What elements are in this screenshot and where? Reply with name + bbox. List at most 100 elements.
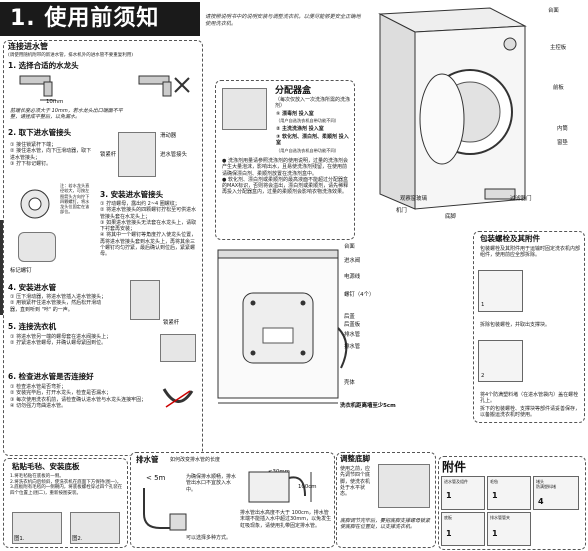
felt-figure-1 xyxy=(12,512,62,544)
front-label-1: 主控板 xyxy=(550,45,567,51)
step4-title: 4. 安装进水管 xyxy=(8,283,57,292)
front-label-5: 观察窗玻璃 xyxy=(400,196,427,202)
felt-title: 粘贴毛毡、安装底板 xyxy=(12,462,80,471)
step6-title: 6. 检查进水管是否连接好 xyxy=(8,372,94,381)
faucet-bad-icon xyxy=(138,75,190,97)
dispenser-figure xyxy=(222,88,267,130)
accessory-name-3: 底板 xyxy=(444,515,452,520)
drain-height: 100cm xyxy=(298,484,317,490)
front-label-8: 底脚 xyxy=(445,214,456,220)
packing-figure-1 xyxy=(478,270,523,312)
feet-figure xyxy=(378,464,430,508)
dispenser-item-0: ① 漂毒剂 投入室 xyxy=(276,111,314,117)
step4-label: 锁紧杆 xyxy=(163,320,180,326)
step2-figure xyxy=(118,132,156,177)
front-label-2: 前板 xyxy=(553,85,564,91)
front-label-7: 过滤器门 xyxy=(510,196,532,202)
dispenser-subtitle: （每次仅放入一次洗涤所需的洗涤剂） xyxy=(275,97,351,110)
rear-label-1: 进水阀 xyxy=(344,258,361,264)
packing-text4: 拆下的包装螺栓、支撑块等部件请妥善保存，以备搬运洗衣机时使用。 xyxy=(480,406,581,419)
step5-title: 5. 连接洗衣机 xyxy=(8,322,57,331)
dispenser-notes: ● 洗涤剂用量请参照洗涤剂的使用说明，过量的洗涤剂会产生大量泡沫，影响出水，且易… xyxy=(222,158,349,196)
step5-figure xyxy=(160,334,196,362)
step6-text: ① 检查进水管是否弯折； ② 安装完毕后，打开水龙头，检查是否漏水； ③ 每次使… xyxy=(10,384,147,409)
rear-label-8: 壳体 xyxy=(344,380,355,386)
packing-title: 包装螺栓及其附件 xyxy=(480,234,540,243)
rear-label-6: 排水管 xyxy=(344,332,361,338)
step1-text: 前端长度必须大于 10mm，若水龙头出口端面不平整，请挫成平整后，以免漏水。 xyxy=(10,108,123,121)
step1-title: 1. 选择合适的水龙头 xyxy=(8,61,79,70)
hose-bend-icon xyxy=(162,388,194,408)
dispenser-item-4: （用户自选洗衣机自带功能不同） xyxy=(276,148,339,153)
step5-text: ① 将进水管另一端的螺母套在进水阀接头上； ② 拧紧进水管螺母，并确认螺母紧固到… xyxy=(10,334,112,347)
faucet-good-icon xyxy=(19,75,56,101)
accessory-item-4: 排水管管夹 1 xyxy=(487,512,531,546)
rear-label-3: 螺钉（4个） xyxy=(344,292,375,298)
front-label-4: 窗垫 xyxy=(557,140,568,146)
drain-text2: 可以选择多种方式。 xyxy=(186,535,232,541)
rear-label-2: 电源线 xyxy=(344,274,361,280)
accessories-title: 附件 xyxy=(442,460,467,474)
rear-label-5: 后盖板 xyxy=(344,322,361,328)
washer-rear-illustration xyxy=(217,249,348,404)
accessory-name-1: 毛毡 xyxy=(490,479,498,484)
drain-text1: 为确保排水顺畅，排水管出水口不宜放入水中。 xyxy=(186,474,237,493)
page-lead: 请按照说明书中的说明安装与调整洗衣机，以便尽能够更安全正确地使用洗衣机。 xyxy=(205,14,361,27)
dispenser-item-3: ③ 软化剂、漂白剂、柔顺剂 投入室 xyxy=(276,134,349,147)
feet-note: 底脚调节完毕后，要把底脚支撑螺母锁紧使底脚在位置处，以支撑洗衣机。 xyxy=(340,518,431,531)
washer-front-illustration xyxy=(378,7,527,210)
accessory-qty-0: 1 xyxy=(446,491,452,500)
step3-text: ① 拧动螺母，露出约 2~4 圈螺纹； ② 将进水管接头的四颗螺钉拧松至可供进水… xyxy=(100,201,197,257)
feet-text: 使用之前，应先调节四个底脚，使洗衣机处于水平状态。 xyxy=(340,466,371,497)
step3-title: 3. 安装进水管接头 xyxy=(100,190,164,199)
step2-label-1: 进水管接头 xyxy=(160,152,187,158)
felt-text: 1.将毛毡贴在底板的一侧。 2.将洗衣机向后倾斜，使洗衣机在底面下方保持(图一)… xyxy=(10,474,123,496)
front-label-0: 台面 xyxy=(548,8,559,14)
accessory-item-0: 进水管及组件 1 xyxy=(441,476,485,510)
packing-text2: 拆除包装螺栓，并取出支撑块。 xyxy=(480,322,551,328)
hose-coupler-figure xyxy=(18,232,56,262)
dim-10mm: 10mm xyxy=(46,99,64,105)
front-label-6: 机门 xyxy=(396,208,407,214)
dispenser-item-1: （用户自选洗衣机自带功能不同） xyxy=(276,118,339,123)
packing-panel xyxy=(473,231,585,423)
step2-label-0: 滑动器 xyxy=(160,133,177,139)
page-title: 1. 使用前须知 xyxy=(10,6,160,31)
rear-label-4: 后盖 xyxy=(344,314,355,320)
connect-hose-note: (调使用随机附带的新进水管，排水机外的进水管不要重复利用) xyxy=(8,53,134,58)
felt-fig-label-1: 图1. xyxy=(14,536,25,542)
accessory-qty-1: 1 xyxy=(492,491,498,500)
feet-title: 调整底脚 xyxy=(340,454,370,463)
front-label-3: 内筒 xyxy=(557,126,568,132)
step2-text: ① 接住锁紧杆下端； ② 接住进水管，向下压滑动器，取下进水管接头； ③ 拧下标… xyxy=(10,142,92,167)
rear-bottom-label: 洗衣机距离墙至少5cm xyxy=(340,403,396,409)
drain-panel xyxy=(130,452,335,548)
felt-fig-label-2: 图2. xyxy=(72,536,83,542)
rear-label-0: 台面 xyxy=(344,244,355,250)
dispenser-item-2: ② 主洗洗涤剂 投入室 xyxy=(276,126,324,132)
dispenser-title: 分配器盒 xyxy=(275,86,312,96)
drain-subtitle: 如何改变排水管的长度 xyxy=(170,457,221,463)
step4-text: ① 压下滑动器，将进水管插入进水管接头； ② 用锁紧杆住进水管接头，然后松开滑动… xyxy=(10,294,107,313)
packing-text1: 包装螺栓及其附件用于运输时固定洗衣机内部组件，使用前应全部拆除。 xyxy=(480,246,581,259)
connect-hose-heading: 连接进水管 xyxy=(8,42,48,51)
packing-text3: 将4个防满塑料堵（在进水管袋内）盖在螺栓孔上。 xyxy=(480,392,579,405)
accessory-qty-4: 1 xyxy=(492,529,498,538)
accessory-qty-3: 1 xyxy=(446,529,452,538)
drain-title: 排水管 xyxy=(136,455,159,464)
rear-label-7: 排水管 xyxy=(344,344,361,350)
drain-text3: 排水管出水高度不大于 100cm，排水管末端不能插入水中超过30mm，以免发生虹… xyxy=(240,510,332,529)
accessory-qty-2: 4 xyxy=(538,497,544,506)
accessory-name-2: 堵头 防满塑料堵 xyxy=(536,479,556,489)
accessory-item-3: 底板 1 xyxy=(441,512,485,546)
packing-fig-num-1: 1 xyxy=(481,302,485,308)
drain-height-diagram xyxy=(248,471,312,503)
packing-figure-2 xyxy=(478,340,523,382)
packing-fig-num-2: 2 xyxy=(481,373,485,379)
drain-hose-icon xyxy=(143,488,187,531)
accessory-name-4: 排水管管夹 xyxy=(490,515,510,520)
page-title-bar: 1. 使用前须知 xyxy=(0,2,200,36)
accessory-item-2: 堵头 防满塑料堵 4 xyxy=(533,476,579,510)
step4-figure xyxy=(130,280,160,320)
faucet-head-icon xyxy=(20,189,50,219)
